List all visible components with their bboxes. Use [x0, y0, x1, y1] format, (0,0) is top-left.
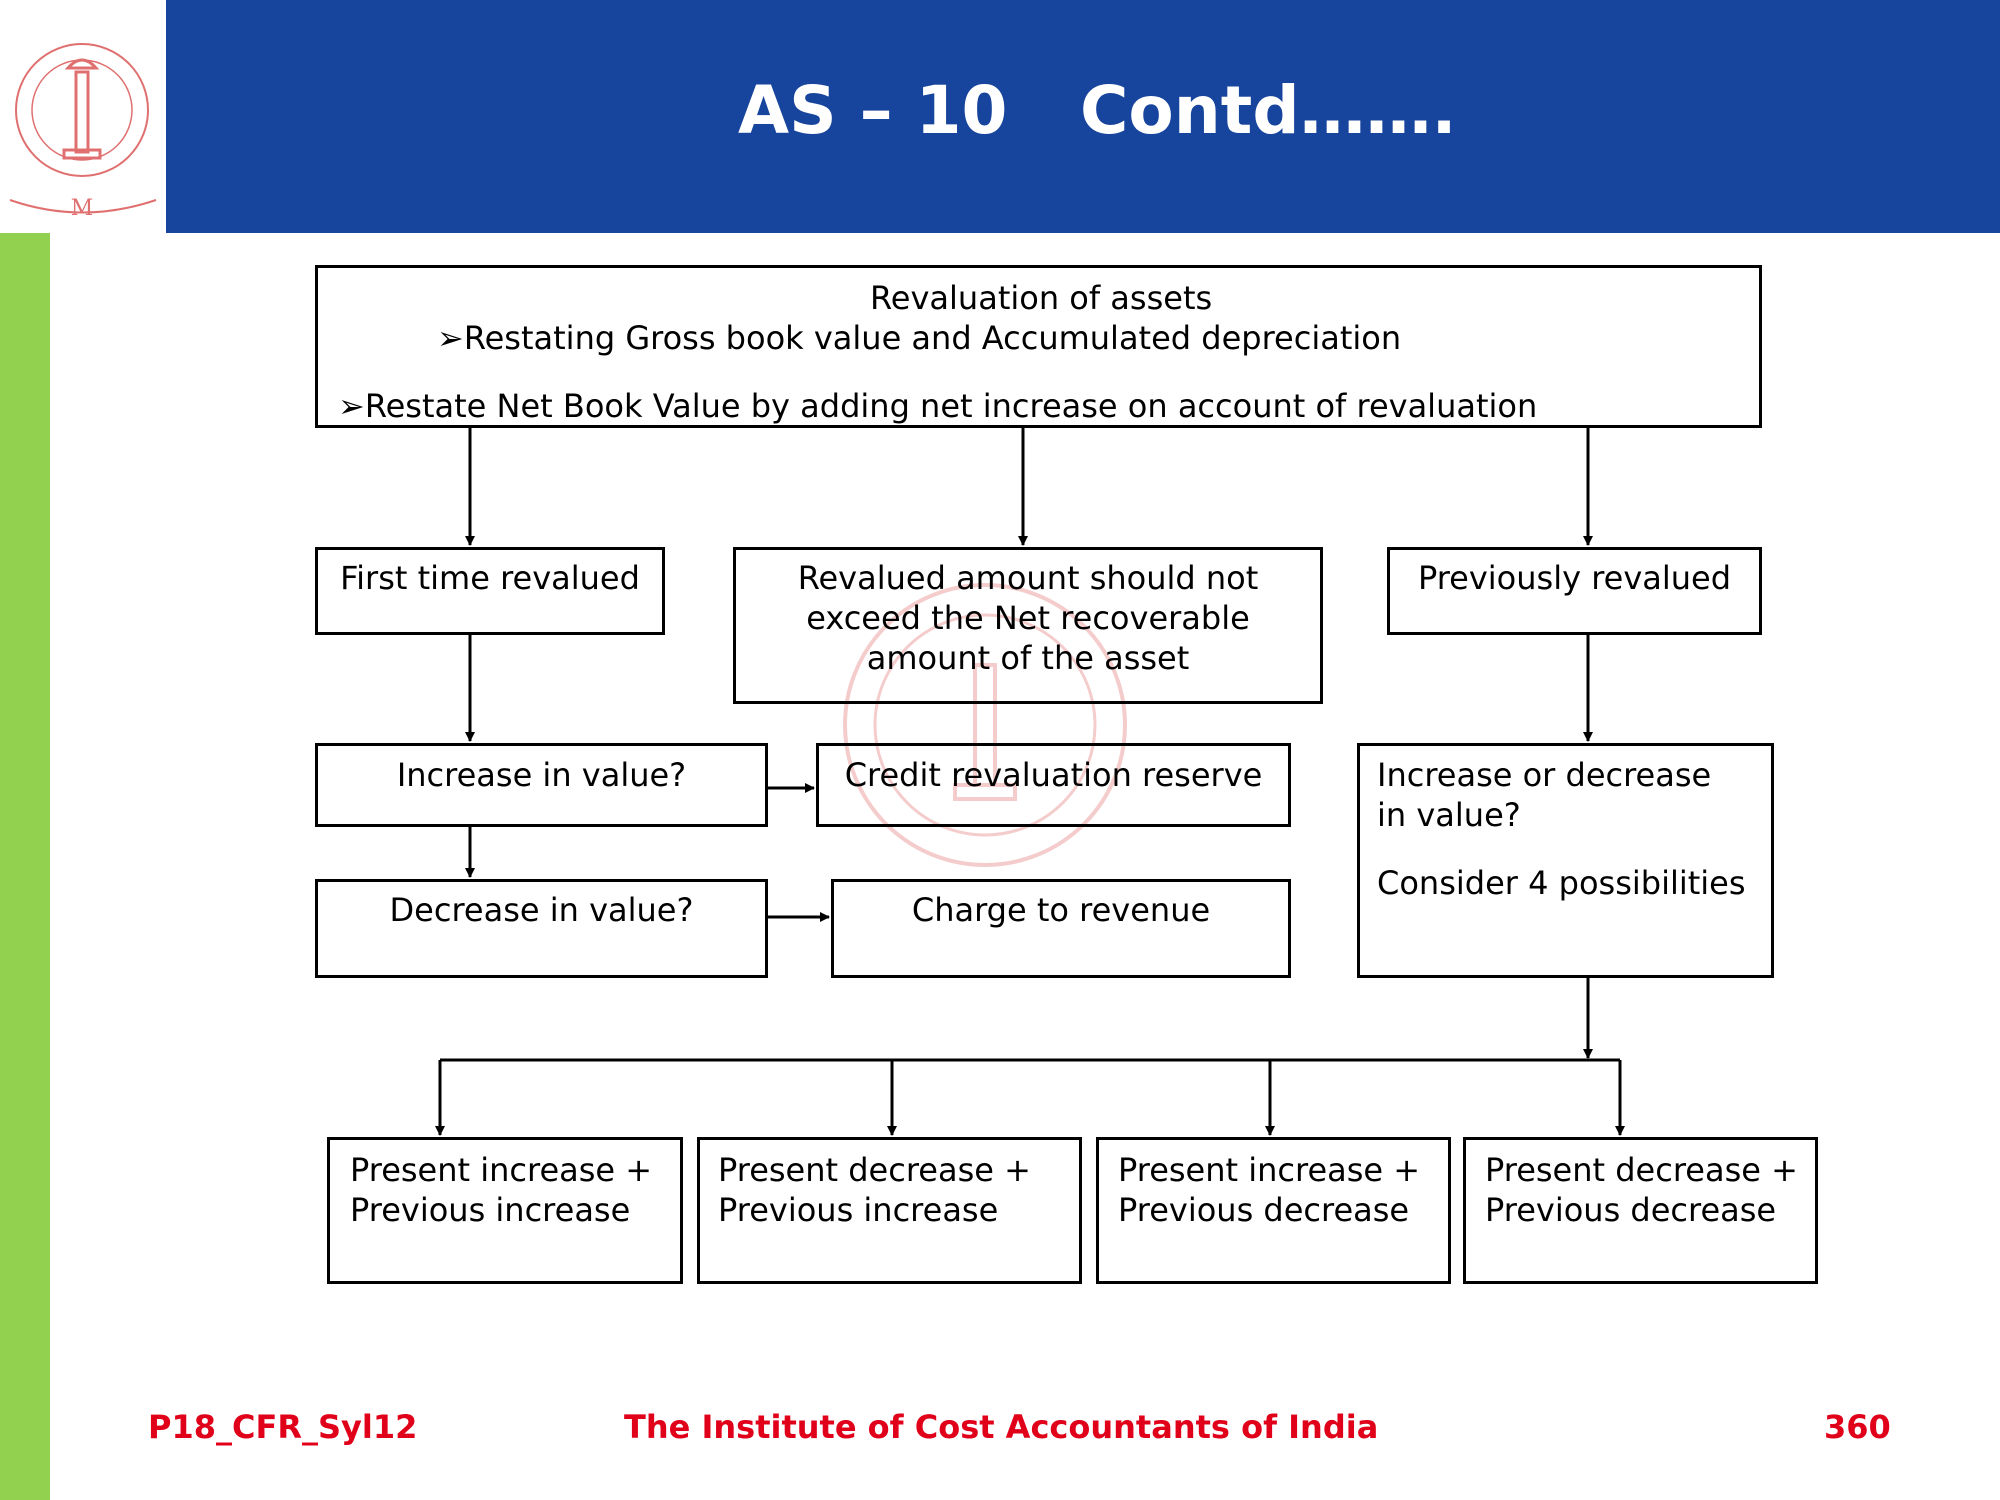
possibility-box-1: [327, 1137, 683, 1284]
note-line-1: Revalued amount should not: [797, 559, 1259, 597]
possibility-3-line-1: Present increase +: [1118, 1151, 1421, 1189]
revaluation-point-1: ➢Restating Gross book value and Accumula…: [437, 319, 1402, 357]
possibility-1-line-1: Present increase +: [350, 1151, 653, 1189]
possibility-4-line-2: Previous decrease: [1485, 1191, 1777, 1229]
header-bar: [166, 0, 2000, 233]
first-time-box: [315, 547, 665, 635]
inc-dec-line-2: in value?: [1377, 796, 1521, 834]
previously-revalued-box: [1387, 547, 1762, 635]
decrease-in-value-label: Decrease in value?: [389, 891, 694, 929]
slide-title-contd: Contd…….: [1080, 72, 1457, 149]
logo: M: [0, 0, 166, 233]
note-line-3: amount of the asset: [866, 639, 1190, 677]
footer-code: P18_CFR_Syl12: [148, 1408, 418, 1446]
possibility-box-2: [697, 1137, 1082, 1284]
footer-page-number: 360: [1824, 1408, 1891, 1446]
increase-in-value-label: Increase in value?: [396, 756, 687, 794]
increase-in-value-box: [315, 743, 768, 827]
revaluation-title: Revaluation of assets: [870, 279, 1213, 317]
credit-reserve-box: [816, 743, 1291, 827]
possibility-2-line-2: Previous increase: [718, 1191, 999, 1229]
net-recoverable-note-box: [733, 547, 1323, 704]
revaluation-point-2: ➢Restate Net Book Value by adding net in…: [338, 387, 1538, 425]
svg-text:M: M: [71, 196, 94, 221]
charge-revenue-box: [831, 879, 1291, 978]
possibility-box-4: [1463, 1137, 1818, 1284]
revaluation-box: [315, 265, 1762, 428]
decrease-in-value-box: [315, 879, 768, 978]
possibility-2-line-1: Present decrease +: [718, 1151, 1031, 1189]
sidebar-accent: [0, 233, 50, 1500]
possibility-4-line-1: Present decrease +: [1485, 1151, 1798, 1189]
possibility-box-3: [1096, 1137, 1451, 1284]
slide-title: AS – 10: [738, 72, 1008, 149]
institute-emblem-icon: M: [9, 43, 157, 221]
possibility-3-line-2: Previous decrease: [1118, 1191, 1410, 1229]
previously-revalued-label: Previously revalued: [1417, 559, 1732, 597]
possibility-1-line-2: Previous increase: [350, 1191, 631, 1229]
note-line-2: exceed the Net recoverable: [806, 599, 1250, 637]
first-time-label: First time revalued: [340, 559, 640, 597]
charge-revenue-label: Charge to revenue: [911, 891, 1211, 929]
consider-possibilities: Consider 4 possibilities: [1377, 864, 1746, 902]
footer-institute: The Institute of Cost Accountants of Ind…: [624, 1408, 1379, 1446]
increase-or-decrease-box: [1357, 743, 1774, 978]
credit-reserve-label: Credit revaluation reserve: [844, 756, 1263, 794]
watermark-emblem-icon: [843, 583, 1127, 867]
inc-dec-line-1: Increase or decrease: [1377, 756, 1712, 794]
